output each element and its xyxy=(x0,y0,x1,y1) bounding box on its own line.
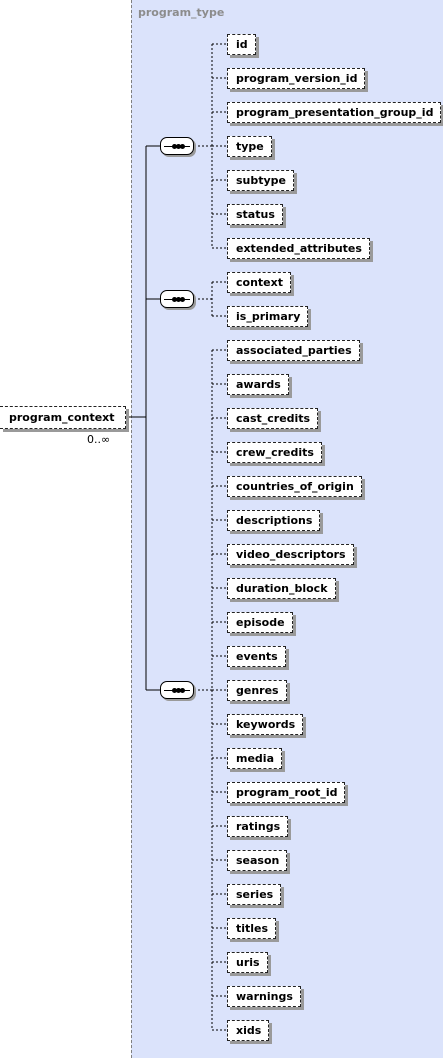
element-keywords[interactable]: keywords xyxy=(227,714,304,735)
element-is-primary[interactable]: is_primary xyxy=(227,306,309,327)
element-ratings[interactable]: ratings xyxy=(227,816,289,837)
element-associated-parties[interactable]: associated_parties xyxy=(227,340,360,361)
element-episode[interactable]: episode xyxy=(227,612,293,633)
root-element-cardinality: 0..∞ xyxy=(87,433,111,446)
sequence-compositor-icon[interactable] xyxy=(160,290,194,308)
sequence-compositor-icon[interactable] xyxy=(160,137,194,155)
sequence-dot-icon xyxy=(180,688,185,693)
element-status[interactable]: status xyxy=(227,204,283,225)
element-program-version-id[interactable]: program_version_id xyxy=(227,68,366,89)
element-series[interactable]: series xyxy=(227,884,282,905)
sequence-dot-icon xyxy=(172,297,177,302)
sequence-dot-icon xyxy=(180,144,185,149)
element-xids[interactable]: xids xyxy=(227,1020,270,1041)
element-program-presentation-group-id[interactable]: program_presentation_group_id xyxy=(227,102,442,123)
sequence-dot-icon xyxy=(172,688,177,693)
element-descriptions[interactable]: descriptions xyxy=(227,510,321,531)
sequence-dot-icon xyxy=(180,297,185,302)
sequence-compositor-icon[interactable] xyxy=(160,681,194,699)
sequence-dot-icon xyxy=(176,297,181,302)
sequence-dot-icon xyxy=(172,144,177,149)
element-crew-credits[interactable]: crew_credits xyxy=(227,442,322,463)
element-uris[interactable]: uris xyxy=(227,952,268,973)
element-genres[interactable]: genres xyxy=(227,680,287,701)
element-warnings[interactable]: warnings xyxy=(227,986,301,1007)
element-type[interactable]: type xyxy=(227,136,272,157)
element-countries-of-origin[interactable]: countries_of_origin xyxy=(227,476,362,497)
element-media[interactable]: media xyxy=(227,748,282,769)
element-video-descriptors[interactable]: video_descriptors xyxy=(227,544,354,565)
sequence-dot-icon xyxy=(176,688,181,693)
element-subtype[interactable]: subtype xyxy=(227,170,295,191)
element-awards[interactable]: awards xyxy=(227,374,289,395)
complex-type-title: program_type xyxy=(138,6,225,19)
element-titles[interactable]: titles xyxy=(227,918,277,939)
sequence-dot-icon xyxy=(176,144,181,149)
element-duration-block[interactable]: duration_block xyxy=(227,578,336,599)
element-events[interactable]: events xyxy=(227,646,286,667)
element-season[interactable]: season xyxy=(227,850,288,871)
element-id[interactable]: id xyxy=(227,34,256,55)
element-context[interactable]: context xyxy=(227,272,291,293)
root-element-program-context[interactable]: program_context xyxy=(0,406,126,429)
element-cast-credits[interactable]: cast_credits xyxy=(227,408,319,429)
element-program-root-id[interactable]: program_root_id xyxy=(227,782,346,803)
element-extended-attributes[interactable]: extended_attributes xyxy=(227,238,370,259)
